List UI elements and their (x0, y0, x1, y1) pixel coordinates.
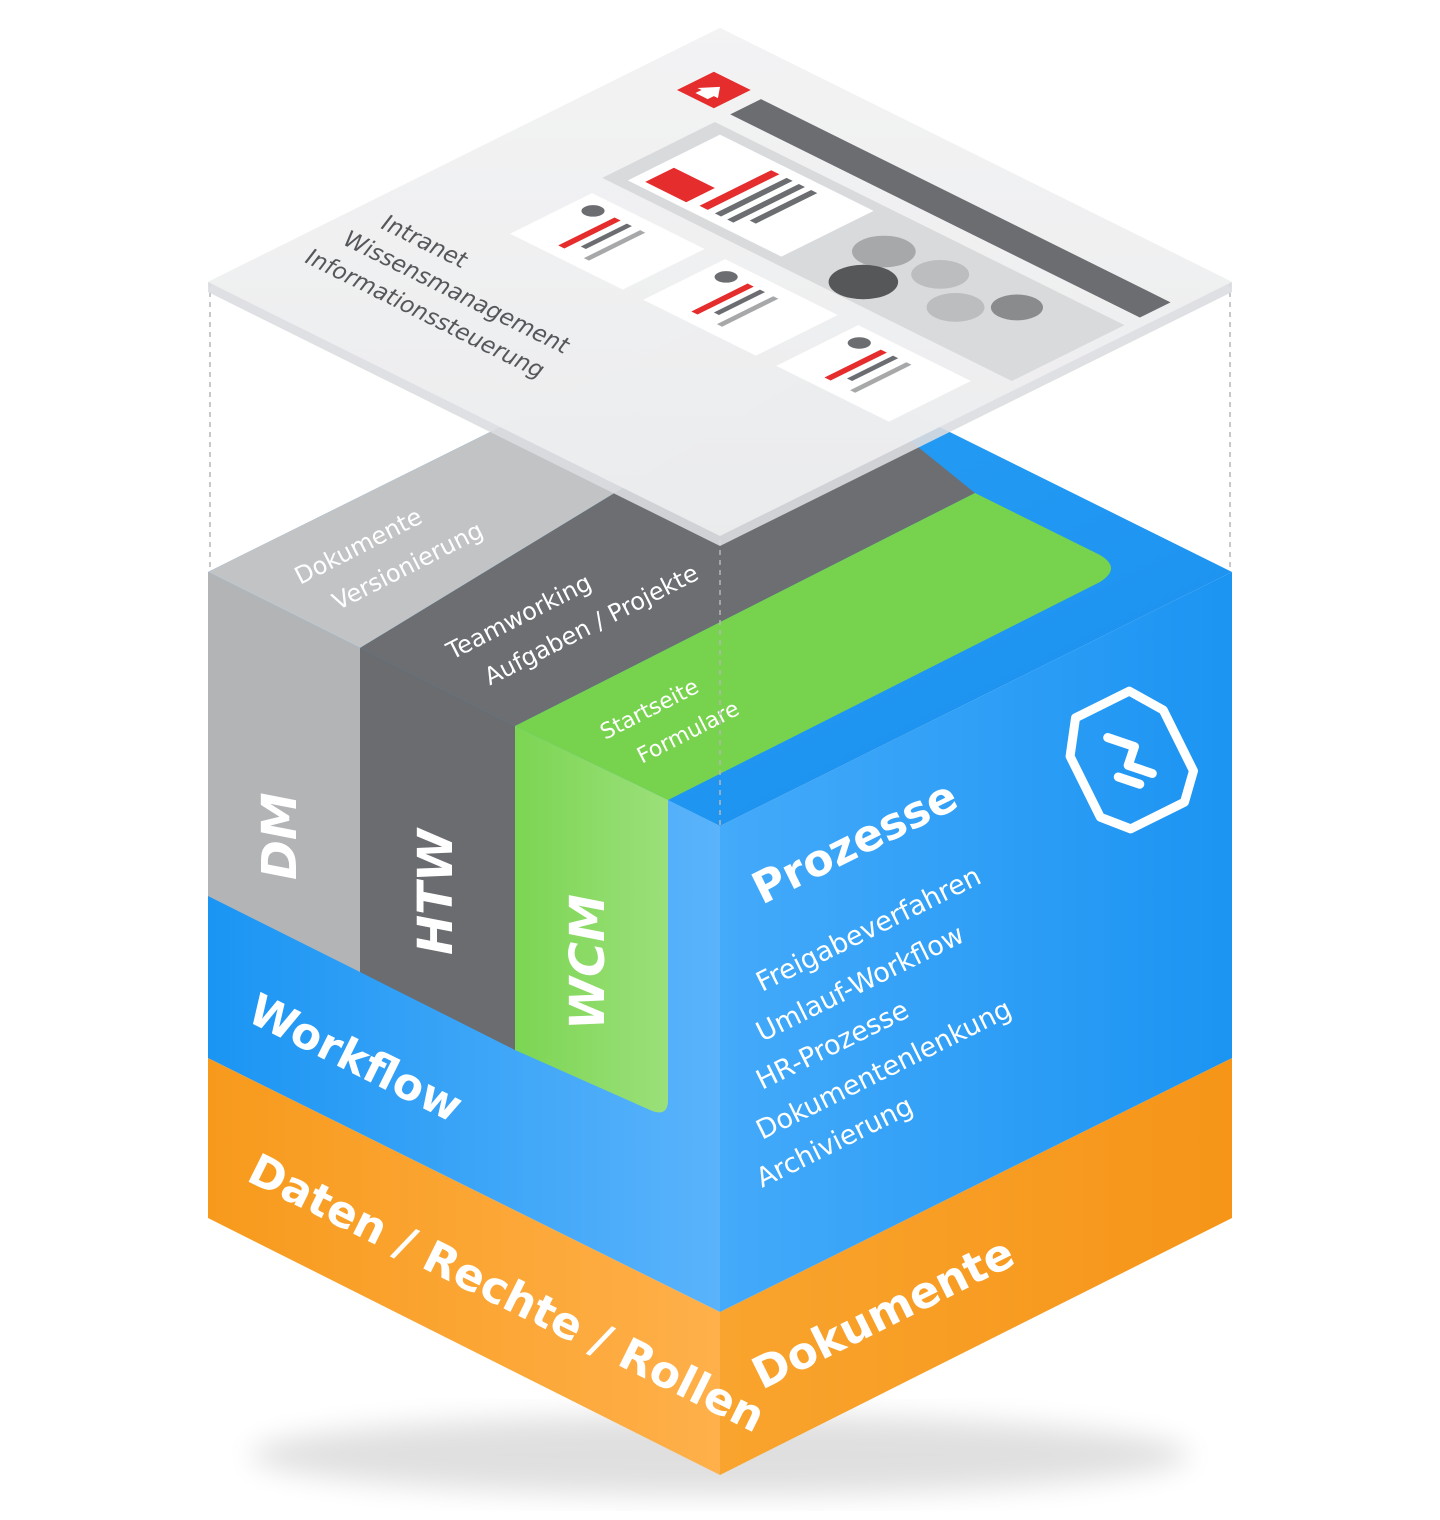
htw-front-face (360, 648, 515, 1050)
wcm-front-face (515, 726, 668, 1113)
htw-label: HTW (408, 827, 464, 955)
avatar (911, 260, 970, 289)
avatar (828, 264, 899, 300)
wcm-label: WCM (560, 894, 616, 1030)
base-right-face (720, 1058, 1232, 1475)
avatar (851, 235, 916, 268)
process-shield-icon (1065, 686, 1198, 834)
avatar (990, 294, 1044, 321)
news-card (776, 325, 971, 422)
dm-front-face (208, 572, 360, 972)
base-left-face (208, 1058, 720, 1475)
wcm-top-face (515, 493, 1111, 800)
header-bar (730, 99, 1171, 318)
intranet-layer: Intranet Wissensmanagement Informationss… (208, 28, 1232, 546)
screen-content (510, 71, 1171, 422)
featured-image (645, 167, 715, 203)
dm-label: DM (252, 792, 308, 880)
avatar (926, 293, 985, 322)
news-card (643, 259, 838, 356)
prozesse-right-face (720, 572, 1232, 1312)
news-card (510, 193, 705, 290)
